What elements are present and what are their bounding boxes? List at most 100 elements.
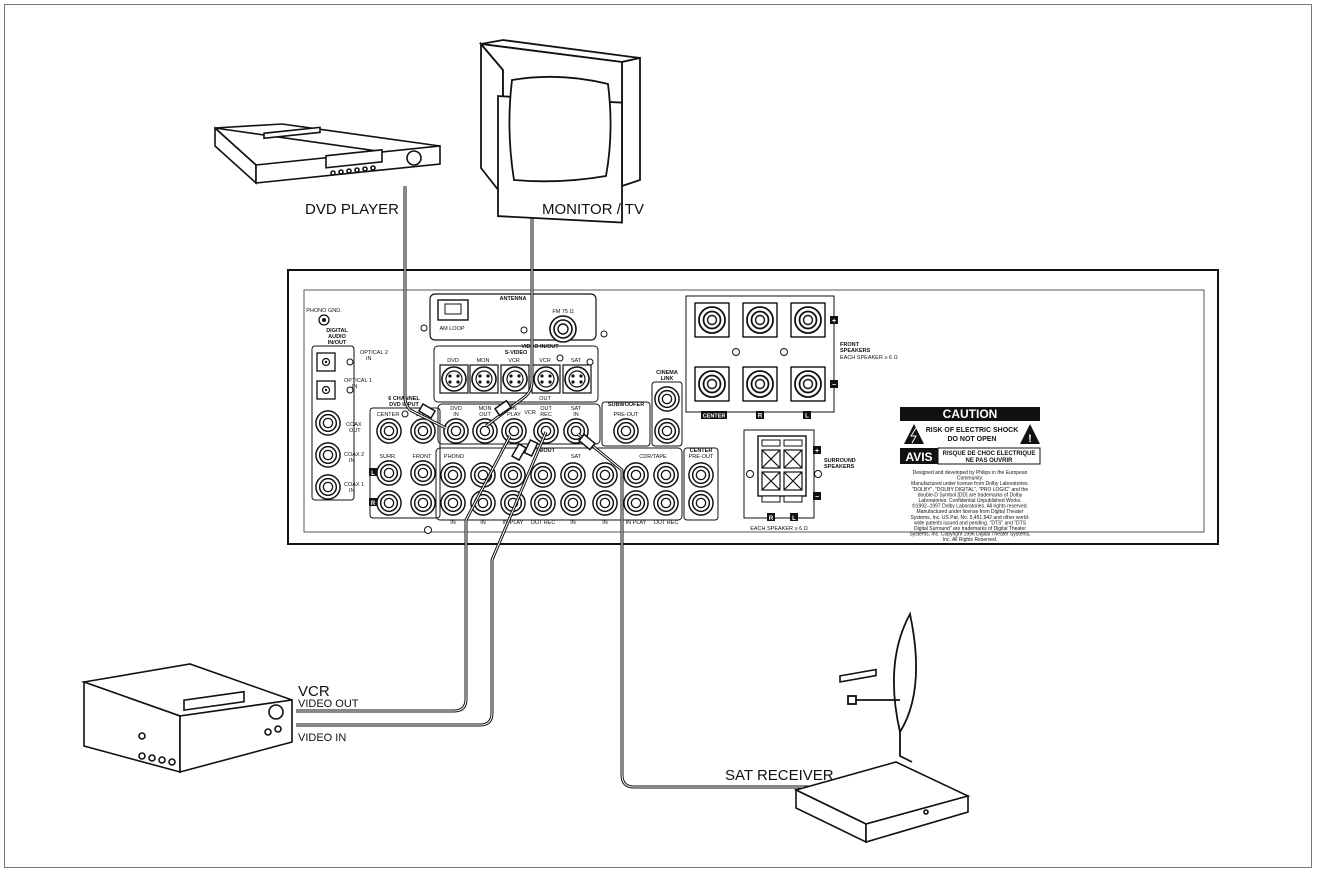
cables <box>296 186 814 789</box>
vcr <box>80 663 293 774</box>
front-each-speaker-label: EACH SPEAKER ≥ 6 Ω <box>840 355 898 361</box>
audio-r-7-jack[interactable] <box>623 462 649 488</box>
fm-jack[interactable] <box>549 315 577 343</box>
video-vcr-out-jack[interactable] <box>533 418 559 444</box>
legal-line: Designed and developed by Philips in the… <box>913 470 1028 476</box>
svideo-vcr-out-jack[interactable] <box>531 364 561 394</box>
surround-label-1: SURROUND <box>824 458 856 464</box>
risque-text: RISQUE DE CHOC ELECTRIQUE <box>943 451 1036 457</box>
video-vcr-in-jack[interactable] <box>501 418 527 444</box>
front-plus-center-terminal[interactable] <box>694 302 730 338</box>
svideo-sat-jack[interactable] <box>562 364 592 394</box>
audio-r-6-jack[interactable] <box>592 462 618 488</box>
front-plus-r-terminal[interactable] <box>742 302 778 338</box>
front-center-badge: CENTER <box>703 414 726 420</box>
bottom-label-7: IN PLAY <box>626 520 647 526</box>
surround-r-badge: R <box>769 516 774 522</box>
vcr-video-out-label: VIDEO OUT <box>298 698 359 710</box>
audio-r-2-jack[interactable] <box>470 462 496 488</box>
legal-line: "DOLBY", "DOLBY DIGITAL", "PRO LOGIC" an… <box>912 487 1029 493</box>
legal-line: Laboratories. Confidential Unpublished W… <box>918 498 1021 504</box>
optical-1-jack[interactable] <box>316 380 336 400</box>
video-mon-out-jack[interactable] <box>472 418 498 444</box>
surround-terminals[interactable] <box>761 449 803 491</box>
cinema-link-2-jack[interactable] <box>654 418 680 444</box>
audio-l-8-jack[interactable] <box>653 490 679 516</box>
coax-out-jack[interactable] <box>315 410 341 436</box>
coax-2-jack[interactable] <box>315 442 341 468</box>
caution-text: CAUTION <box>943 407 998 421</box>
surround-minus-badge: − <box>815 494 819 501</box>
do-not-open-text: DO NOT OPEN <box>947 436 996 443</box>
preout-section: SUBWOOFER PRE-OUT CINEMA LINK CENTER PRE… <box>601 370 719 521</box>
front-minus-l-terminal[interactable] <box>790 366 826 402</box>
coax1-label-1: COAX 1 <box>344 482 364 488</box>
mon-out-label-2: OUT <box>479 412 491 418</box>
six-ch-surr-label: SURR. <box>379 454 397 460</box>
video-dvd-in-jack[interactable] <box>443 418 469 444</box>
dvd-in-label-2: IN <box>453 412 459 418</box>
legal-line: Inc. All Rights Reserved. <box>943 537 997 543</box>
front-minus-r-terminal[interactable] <box>742 366 778 402</box>
audio-l-6-jack[interactable] <box>592 490 618 516</box>
six-ch-surr-top-jack[interactable] <box>410 418 436 444</box>
optical2-label-2: IN <box>366 356 372 362</box>
vcr-out-label-1: OUT <box>540 406 552 412</box>
coax-out-label-2: OUT <box>349 428 361 434</box>
dvd-top <box>214 123 441 153</box>
phono-gnd-label: PHONO GND. <box>306 308 342 314</box>
center-preout-1-jack[interactable] <box>688 462 714 488</box>
front-speakers-section: CENTER R L + − FRONT SPEAKERS EACH SPEAK… <box>685 295 898 420</box>
mon-out-label-1: MON <box>479 406 492 412</box>
bottom-label-8: OUT REC <box>654 520 679 526</box>
legal-line: Systems, Inc. US Pat. No. 5,451,942 and … <box>911 515 1030 521</box>
warning-label: CAUTION ! RISK OF ELECTRIC SHOCK DO NOT … <box>900 407 1041 543</box>
sub-preout-label: PRE-OUT <box>614 412 639 418</box>
subwoofer-jack[interactable] <box>613 418 639 444</box>
svideo-vcr-in-jack[interactable] <box>500 364 530 394</box>
svideo-dvd-jack[interactable] <box>439 364 469 394</box>
tv-screen <box>508 75 612 183</box>
sv-label-mon: MON <box>477 358 490 364</box>
six-ch-front-r-jack[interactable] <box>410 490 436 516</box>
dvd-display <box>325 148 383 169</box>
audio-r-8-jack[interactable] <box>653 462 679 488</box>
audio-l-4-jack[interactable] <box>530 490 556 516</box>
six-ch-surr-l-jack[interactable] <box>376 460 402 486</box>
surround-plus-badge: + <box>815 448 819 455</box>
vcr-out-label-2: REC <box>540 412 552 418</box>
dish-lnb <box>847 695 857 705</box>
front-minus-center-terminal[interactable] <box>694 366 730 402</box>
bottom-label-4: OUT REC <box>531 520 556 526</box>
svideo-section: VIDEO IN/OUT S-VIDEO DVD MON VCR VCR SAT… <box>433 344 599 403</box>
coax2-label-2: IN <box>349 458 355 464</box>
legal-line: Community. <box>957 476 983 482</box>
cinema-link-1-jack[interactable] <box>654 386 680 412</box>
audio-l-7-jack[interactable] <box>623 490 649 516</box>
audio-l-1-jack[interactable] <box>440 490 466 516</box>
six-ch-label-2: DVD INPUT <box>389 402 419 408</box>
six-ch-center-label: CENTER <box>377 412 400 418</box>
svideo-label: S-VIDEO <box>505 350 528 356</box>
bottom-label-3: IN PLAY <box>503 520 524 526</box>
audio-r-5-jack[interactable] <box>560 462 586 488</box>
digital-audio-section: DIGITAL AUDIO IN/OUT OPTICAL 2 IN OPTICA… <box>311 328 388 501</box>
optical-2-jack[interactable] <box>316 352 336 372</box>
center-preout-2-jack[interactable] <box>688 490 714 516</box>
coax-1-jack[interactable] <box>315 474 341 500</box>
audio-r-3-jack[interactable] <box>500 462 526 488</box>
coax-out-label-1: COAX <box>346 422 362 428</box>
audio-r-4-jack[interactable] <box>530 462 556 488</box>
svideo-mon-jack[interactable] <box>469 364 499 394</box>
vcr-video-in-label: VIDEO IN <box>298 732 346 744</box>
six-ch-center-jack[interactable] <box>376 418 402 444</box>
six-ch-front-l-jack[interactable] <box>410 460 436 486</box>
audio-r-1-jack[interactable] <box>440 462 466 488</box>
six-ch-surr-r-jack[interactable] <box>376 490 402 516</box>
risk-text: RISK OF ELECTRIC SHOCK <box>926 427 1019 434</box>
front-speakers-label-2: SPEAKERS <box>840 348 871 354</box>
audio-l-5-jack[interactable] <box>560 490 586 516</box>
legal-line: double-D Symbol [DD] are trademarks of D… <box>918 492 1023 498</box>
front-plus-l-terminal[interactable] <box>790 302 826 338</box>
